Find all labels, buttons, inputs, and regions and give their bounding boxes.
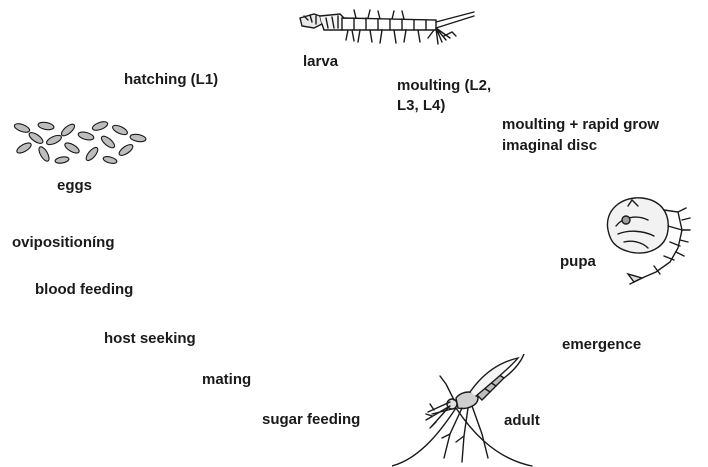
mosquito-eggs-icon <box>8 118 152 166</box>
host-seeking-label: host seeking <box>104 330 196 348</box>
moulting-label-line2: L3, L4) <box>397 97 445 115</box>
moulting-label-line1: moulting (L2, <box>397 77 491 95</box>
larva-label: larva <box>303 53 338 71</box>
mating-label: mating <box>202 371 251 389</box>
adult-label: adult <box>504 412 540 430</box>
mosquito-larva-icon <box>296 6 478 54</box>
sugar-feeding-label: sugar feeding <box>262 411 360 429</box>
rapid-growth-label-line2: imaginal disc <box>502 137 597 155</box>
hatching-label: hatching (L1) <box>124 71 218 89</box>
adult-mosquito-icon <box>392 354 534 467</box>
ovipositioning-label: ovipositioníng <box>12 234 115 252</box>
pupa-label: pupa <box>560 253 596 271</box>
blood-feeding-label: blood feeding <box>35 281 133 299</box>
eggs-label: eggs <box>57 177 92 195</box>
mosquito-pupa-icon <box>598 190 704 286</box>
emergence-label: emergence <box>562 336 641 354</box>
rapid-growth-label-line1: moulting + rapid grow <box>502 116 659 134</box>
